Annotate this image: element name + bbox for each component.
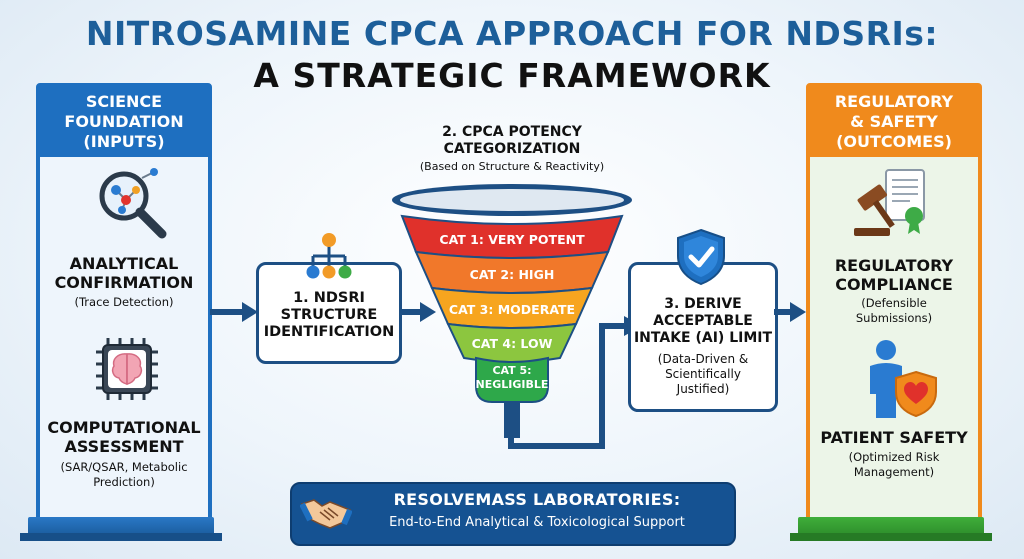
handshake-icon: [299, 490, 353, 534]
patient-heart-shield-icon: [862, 338, 942, 420]
step3-subtitle: (Data-Driven & Scientifically Justified): [657, 352, 749, 396]
gavel-document-icon: [850, 166, 934, 240]
left-column-base: [28, 517, 214, 537]
category-5: CAT 5: NEGLIGIBLE: [475, 364, 549, 391]
right-column-base: [798, 517, 984, 537]
step3-title: 3. DERIVE ACCEPTABLE INTAKE (AI) LIMIT: [633, 296, 773, 346]
regulatory-safety-column: REGULATORY & SAFETY (OUTCOMES): [806, 83, 982, 523]
category-2: CAT 2: HIGH: [469, 267, 555, 282]
analytical-confirmation-subtitle: (Trace Detection): [74, 295, 174, 309]
shield-check-icon: [674, 228, 728, 286]
hierarchy-icon: [304, 230, 354, 286]
regulatory-compliance-title: REGULATORY COMPLIANCE: [834, 256, 954, 294]
step2-title: 2. CPCA POTENCY CATEGORIZATION: [442, 124, 582, 157]
arrow-to-step1: [210, 302, 258, 322]
cpca-funnel: [392, 184, 642, 449]
patient-safety-subtitle: (Optimized Risk Management): [848, 450, 940, 479]
computational-assessment-subtitle: (SAR/QSAR, Metabolic Prediction): [60, 460, 188, 489]
banner-title: RESOLVEMASS LABORATORIES:: [393, 490, 681, 509]
right-column-plinth: [790, 533, 992, 541]
page-title-line2: A STRATEGIC FRAMEWORK: [253, 56, 771, 95]
arrow-to-outcomes: [774, 302, 806, 322]
banner-subtitle: End-to-End Analytical & Toxicological Su…: [389, 515, 685, 530]
arrow-to-funnel: [400, 302, 436, 322]
page-title-line1: NITROSAMINE CPCA APPROACH FOR NDSRIs:: [85, 14, 939, 53]
regulatory-compliance-subtitle: (Defensible Submissions): [855, 296, 933, 325]
category-1: CAT 1: VERY POTENT: [439, 232, 585, 247]
step1-label: 1. NDSRI STRUCTURE IDENTIFICATION: [263, 290, 395, 340]
patient-safety-title: PATIENT SAFETY: [820, 428, 968, 447]
science-foundation-header: SCIENCE FOUNDATION (INPUTS): [40, 87, 208, 157]
regulatory-safety-header: REGULATORY & SAFETY (OUTCOMES): [810, 87, 978, 157]
step1-box: [256, 262, 402, 364]
science-foundation-column: SCIENCE FOUNDATION (INPUTS): [36, 83, 212, 523]
left-column-plinth: [20, 533, 222, 541]
computational-assessment-title: COMPUTATIONAL ASSESSMENT: [47, 418, 201, 456]
magnifier-molecule-icon: [92, 164, 172, 244]
category-4: CAT 4: LOW: [471, 336, 553, 351]
category-3: CAT 3: MODERATE: [448, 302, 576, 317]
analytical-confirmation-title: ANALYTICAL CONFIRMATION: [54, 254, 194, 292]
step3-box: [628, 262, 778, 412]
resolvemass-banner: [290, 482, 736, 546]
brain-chip-icon: [92, 334, 162, 404]
step2-subtitle: (Based on Structure & Reactivity): [419, 160, 605, 173]
